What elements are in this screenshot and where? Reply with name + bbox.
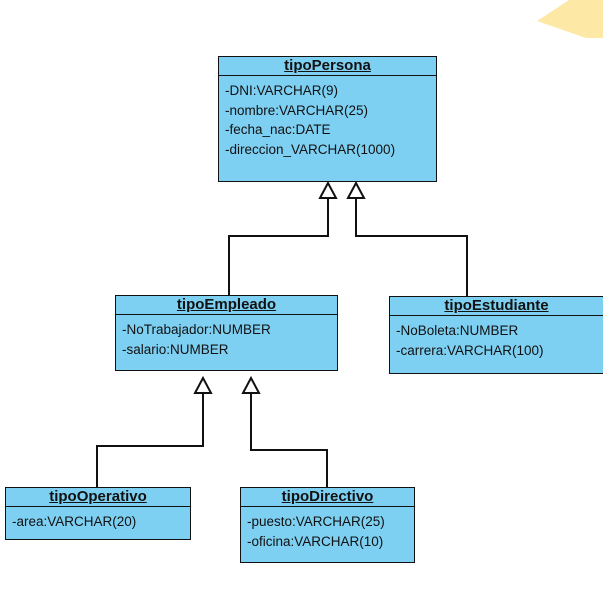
attribute-list: -NoTrabajador:NUMBER -salario:NUMBER — [116, 315, 337, 364]
attribute-oficina: -oficina:VARCHAR(10) — [247, 533, 384, 549]
attribute-no-boleta: -NoBoleta:NUMBER — [396, 323, 519, 338]
class-tipo-persona[interactable]: tipoPersona -DNI:VARCHAR(9) -nombre:VARC… — [218, 56, 437, 182]
edge-directivo-empleado — [250, 392, 328, 487]
attribute-list: -area:VARCHAR(20) — [6, 507, 190, 537]
edge-operativo-empleado — [96, 392, 204, 487]
class-tipo-empleado[interactable]: tipoEmpleado -NoTrabajador:NUMBER -salar… — [115, 295, 338, 371]
attribute-no-trabajador: -NoTrabajador:NUMBER — [122, 322, 271, 337]
arrowhead-empleado-persona — [318, 180, 338, 199]
edge-estudiante-persona — [355, 197, 468, 296]
arrowhead-operativo-empleado — [193, 375, 213, 394]
class-tipo-estudiante[interactable]: tipoEstudiante -NoBoleta:NUMBER -carrera… — [389, 296, 603, 374]
attribute-fecha-nac: -fecha_nac:DATE — [225, 122, 331, 137]
corner-shape — [537, 0, 603, 38]
arrowhead-directivo-empleado — [241, 375, 261, 394]
attribute-nombre: -nombre:VARCHAR(25) — [225, 102, 369, 118]
arrowhead-estudiante-persona — [346, 180, 366, 199]
class-name: tipoDirectivo — [241, 488, 414, 507]
attribute-area: -area:VARCHAR(20) — [12, 514, 137, 529]
attribute-direccion: -direccion_VARCHAR(1000) — [225, 141, 396, 157]
class-name: tipoEmpleado — [116, 296, 337, 315]
class-name: tipoOperativo — [6, 488, 190, 507]
attribute-carrera: -carrera:VARCHAR(100) — [396, 342, 544, 358]
class-tipo-directivo[interactable]: tipoDirectivo -puesto:VARCHAR(25) -ofici… — [240, 487, 415, 563]
class-name: tipoPersona — [219, 57, 436, 76]
attribute-list: -puesto:VARCHAR(25) -oficina:VARCHAR(10) — [241, 507, 414, 556]
class-tipo-operativo[interactable]: tipoOperativo -area:VARCHAR(20) — [5, 487, 191, 540]
attribute-dni: -DNI:VARCHAR(9) — [225, 83, 339, 98]
attribute-list: -DNI:VARCHAR(9) -nombre:VARCHAR(25) -fec… — [219, 76, 436, 164]
edge-empleado-persona — [228, 197, 329, 295]
attribute-salario: -salario:NUMBER — [122, 341, 229, 357]
class-name: tipoEstudiante — [390, 297, 603, 316]
attribute-list: -NoBoleta:NUMBER -carrera:VARCHAR(100) — [390, 316, 603, 365]
attribute-puesto: -puesto:VARCHAR(25) — [247, 514, 385, 529]
